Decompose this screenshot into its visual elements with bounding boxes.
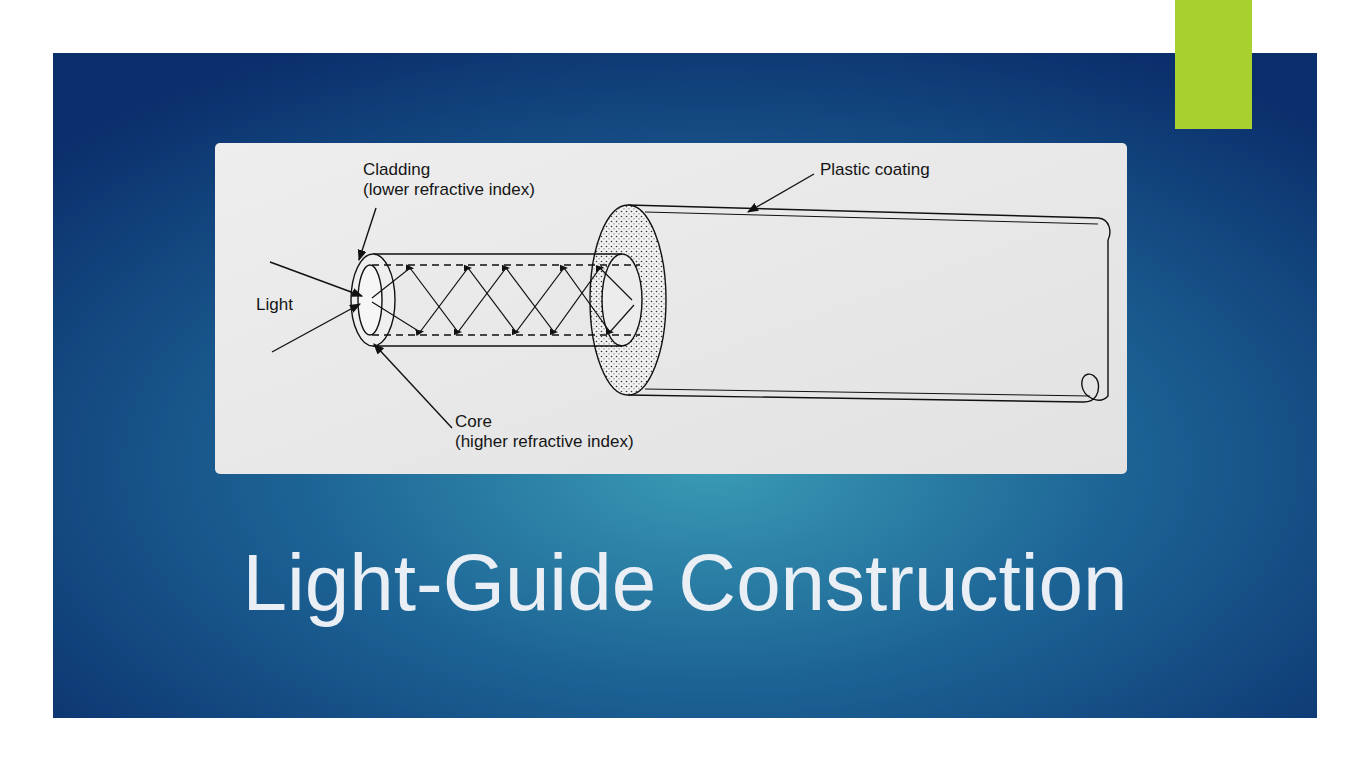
core-leader: [374, 344, 452, 428]
fiber-drawing: [270, 174, 1110, 428]
part-label: (lower refractive index): [363, 180, 535, 200]
cladding-bottom: [373, 345, 622, 346]
cladding-face: [351, 254, 395, 346]
picture-panel: [215, 143, 1127, 474]
coating-leader: [748, 174, 814, 212]
part-label: Light: [256, 295, 293, 315]
part-label: (higher refractive index): [455, 432, 634, 452]
cladding-end: [602, 254, 642, 346]
part-label: Plastic coating: [820, 160, 930, 180]
coating-top: [628, 205, 1110, 240]
slide-title: Light-Guide Construction: [0, 543, 1370, 623]
cladding-top: [373, 253, 622, 254]
part-label: Core: [455, 412, 492, 432]
coating-end: [628, 240, 1108, 402]
part-label: Cladding: [363, 160, 430, 180]
core-face: [358, 265, 382, 335]
coating-ring: [590, 205, 666, 395]
accent-bar: [1175, 0, 1252, 129]
cladding-leader: [359, 208, 376, 260]
